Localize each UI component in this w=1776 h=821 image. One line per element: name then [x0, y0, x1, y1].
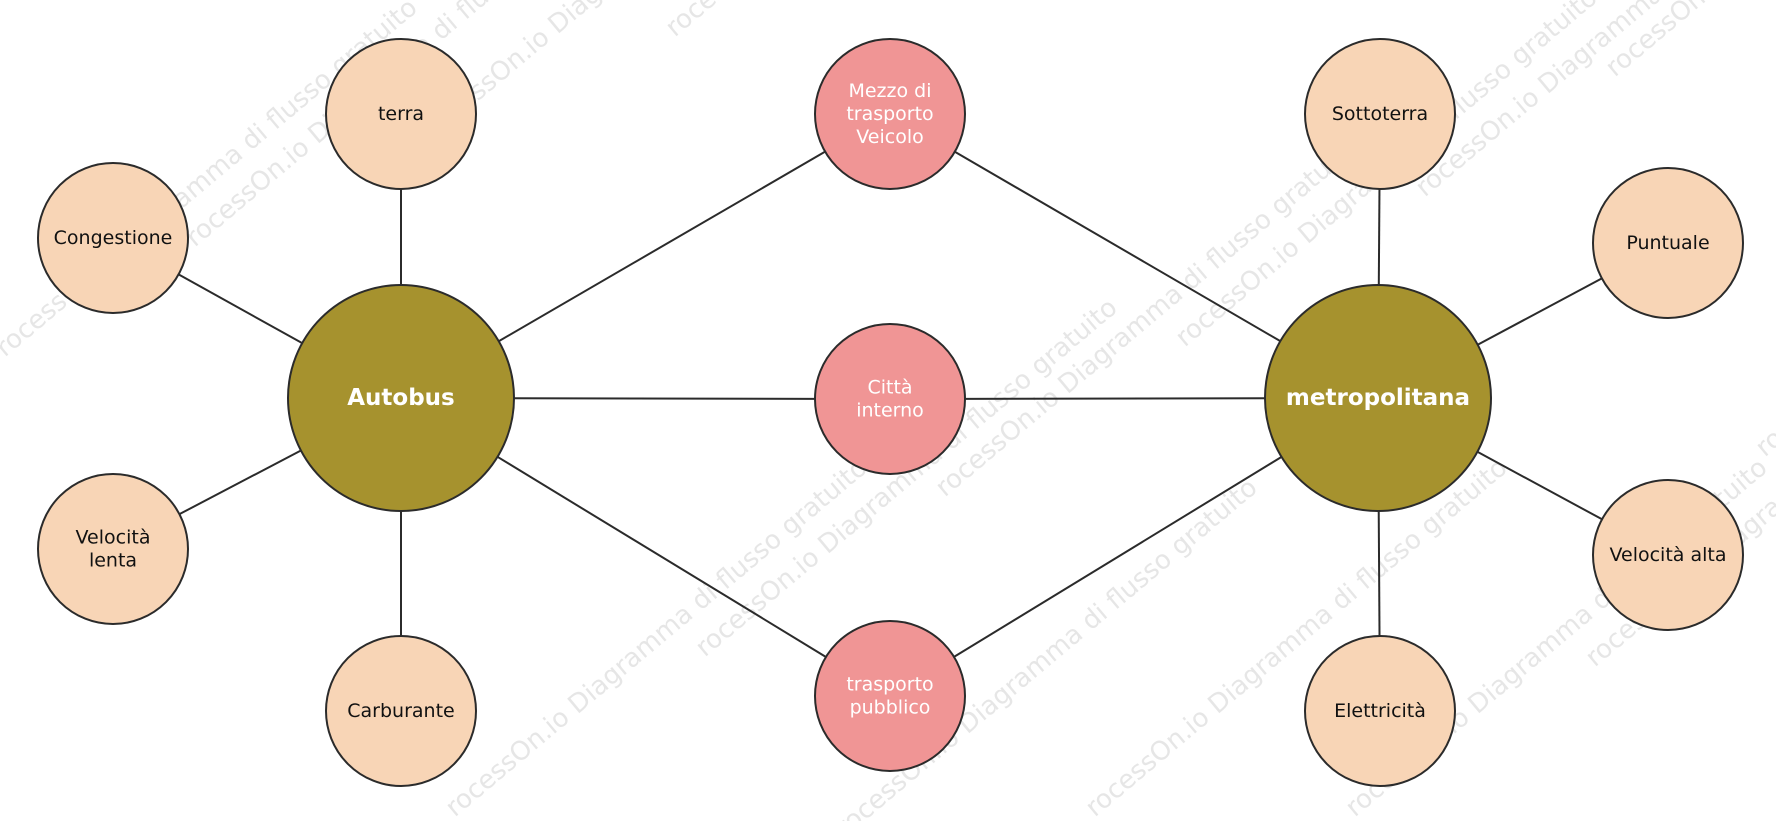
node-puntuale[interactable]: Puntuale — [1592, 167, 1744, 319]
edge-autobus-citta — [513, 397, 816, 400]
node-label-citta: Città — [867, 377, 912, 399]
node-circle-puntuale — [1592, 167, 1744, 319]
node-congestione[interactable]: Congestione — [37, 162, 189, 314]
node-label-velocita-lenta: Velocità — [76, 527, 151, 549]
node-label-trasporto: trasporto — [846, 674, 933, 696]
node-label-citta: interno — [856, 399, 924, 421]
node-circle-velocita-alta — [1592, 479, 1744, 631]
node-circle-citta — [814, 323, 966, 475]
node-label-velocita-lenta: lenta — [89, 549, 137, 571]
node-autobus[interactable]: Autobus — [287, 284, 515, 512]
node-label-terra: terra — [378, 103, 424, 125]
node-sottoterra[interactable]: Sottoterra — [1304, 38, 1456, 190]
node-circle-elettricita — [1304, 635, 1456, 787]
node-metropolitana[interactable]: metropolitana — [1264, 284, 1492, 512]
edge-metropolitana-sottoterra — [1377, 188, 1381, 286]
edge-autobus-trasporto — [496, 455, 827, 658]
node-label-mezzo: Veicolo — [856, 126, 923, 148]
edge-metropolitana-velocita-alta — [1476, 450, 1603, 521]
edge-autobus-congestione — [178, 273, 303, 344]
node-circle-terra — [325, 38, 477, 190]
node-label-carburante: Carburante — [347, 700, 454, 722]
node-label-autobus: Autobus — [347, 385, 455, 411]
node-label-metropolitana: metropolitana — [1286, 385, 1470, 411]
edges — [178, 150, 1603, 658]
edge-metropolitana-trasporto — [953, 456, 1283, 658]
node-label-velocita-alta: Velocità alta — [1610, 544, 1727, 566]
node-label-trasporto: pubblico — [850, 696, 931, 718]
node-label-mezzo: trasporto — [846, 103, 933, 125]
node-circle-sottoterra — [1304, 38, 1456, 190]
node-terra[interactable]: terra — [325, 38, 477, 190]
node-elettricita[interactable]: Elettricità — [1304, 635, 1456, 787]
edge-metropolitana-citta — [964, 397, 1266, 400]
edge-autobus-mezzo — [498, 150, 826, 343]
node-velocita-alta[interactable]: Velocità alta — [1592, 479, 1744, 631]
node-label-elettricita: Elettricità — [1334, 700, 1426, 722]
edge-metropolitana-mezzo — [954, 150, 1281, 343]
node-circle-autobus — [287, 284, 515, 512]
node-circle-metropolitana — [1264, 284, 1492, 512]
edge-autobus-velocita-lenta — [178, 449, 302, 516]
node-circle-trasporto — [814, 620, 966, 772]
node-circle-velocita-lenta — [37, 473, 189, 625]
node-circle-carburante — [325, 635, 477, 787]
node-label-congestione: Congestione — [54, 227, 173, 249]
node-circle-mezzo — [814, 38, 966, 190]
node-label-mezzo: Mezzo di — [848, 80, 931, 102]
node-circle-congestione — [37, 162, 189, 314]
node-label-puntuale: Puntuale — [1626, 232, 1709, 254]
node-carburante[interactable]: Carburante — [325, 635, 477, 787]
node-label-sottoterra: Sottoterra — [1332, 103, 1428, 125]
edge-metropolitana-elettricita — [1377, 510, 1381, 637]
edge-metropolitana-puntuale — [1477, 277, 1603, 346]
